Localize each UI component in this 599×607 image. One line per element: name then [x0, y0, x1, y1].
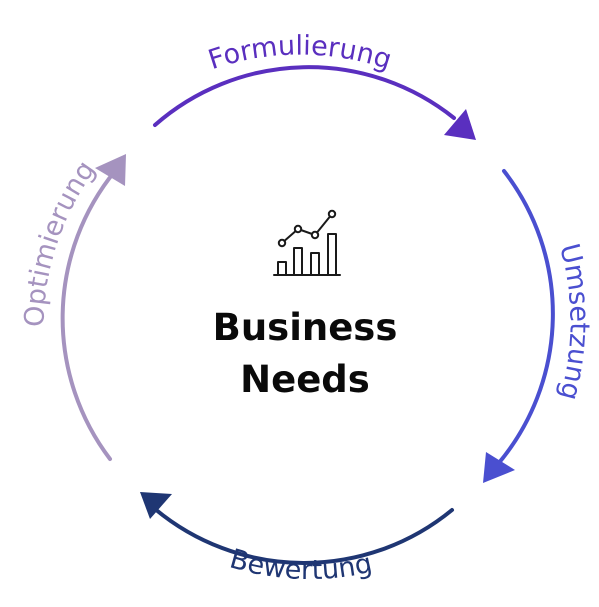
label-optimierung-text: Optimierung — [19, 155, 101, 327]
arrowhead-bewertung-icon — [140, 492, 172, 519]
center-title: Business Needs — [150, 302, 460, 406]
arc-optimierung — [60, 169, 117, 461]
label-umsetzung-text: Umsetzung — [553, 241, 595, 404]
label-optimierung: Optimierung — [19, 155, 101, 327]
label-bewertung-text: Bewertung — [226, 544, 375, 587]
arc-bewertung — [153, 507, 454, 565]
center-title-line1: Business — [212, 306, 398, 349]
label-bewertung: Bewertung — [226, 544, 375, 587]
arrowhead-optimierung-icon — [95, 154, 126, 186]
bar-chart-line-icon — [273, 209, 341, 276]
arc-formulierung — [153, 65, 456, 127]
arc-umsetzung — [496, 169, 555, 466]
label-umsetzung: Umsetzung — [553, 241, 595, 404]
arrowhead-umsetzung-icon — [483, 452, 515, 483]
center-title-line2: Needs — [240, 358, 370, 401]
arrowhead-formulierung-icon — [444, 109, 476, 140]
